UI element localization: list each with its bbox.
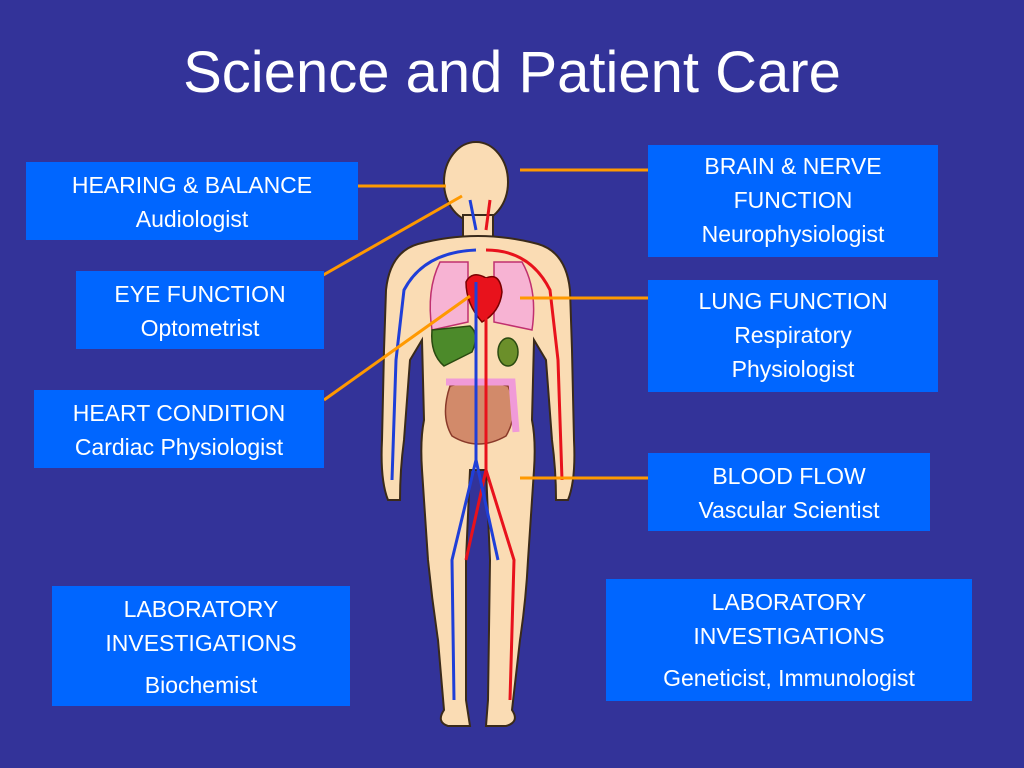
body-silhouette (380, 141, 576, 727)
hearing-balance-box: HEARING & BALANCE Audiologist (26, 162, 358, 240)
box-heading: INVESTIGATIONS (105, 630, 297, 656)
box-heading: LUNG FUNCTION (698, 288, 888, 314)
connector-lines (317, 168, 648, 480)
connector-heart (323, 294, 471, 402)
box-heading: BLOOD FLOW (712, 463, 866, 489)
box-heading: LABORATORY (711, 589, 867, 615)
intestines-organ (444, 381, 515, 445)
box-role: Audiologist (135, 206, 249, 232)
box-heading: LABORATORY (123, 596, 279, 622)
box-role: Respiratory (734, 322, 852, 348)
lab-investigations-left-box: LABORATORY INVESTIGATIONS Biochemist (52, 586, 350, 706)
box-heading: BRAIN & NERVE (704, 153, 882, 179)
lungs-organ (429, 261, 535, 331)
box-heading: FUNCTION (733, 187, 853, 213)
kidney-organ (497, 337, 519, 367)
box-role: Vascular Scientist (698, 497, 880, 523)
box-role: Physiologist (731, 356, 855, 382)
colon-organ (446, 378, 520, 433)
blood-flow-box: BLOOD FLOW Vascular Scientist (648, 453, 930, 531)
box-heading: EYE FUNCTION (114, 281, 286, 307)
box-heading: HEART CONDITION (72, 400, 286, 426)
box-role: Optometrist (140, 315, 260, 341)
liver-organ (431, 325, 477, 367)
brain-nerve-box: BRAIN & NERVE FUNCTION Neurophysiologist (648, 145, 938, 257)
page-title: Science and Patient Care (183, 40, 841, 105)
box-heading: HEARING & BALANCE (71, 172, 313, 198)
veins (390, 199, 500, 701)
connector-eye (317, 194, 463, 280)
box-heading: INVESTIGATIONS (693, 623, 885, 649)
lung-function-box: LUNG FUNCTION Respiratory Physiologist (648, 280, 938, 392)
eye-function-box: EYE FUNCTION Optometrist (76, 271, 324, 349)
box-role: Geneticist, Immunologist (663, 665, 915, 691)
box-role: Cardiac Physiologist (74, 434, 284, 460)
lab-investigations-right-box: LABORATORY INVESTIGATIONS Geneticist, Im… (606, 579, 972, 701)
box-role: Neurophysiologist (701, 221, 885, 247)
box-role: Biochemist (144, 672, 258, 698)
heart-condition-box: HEART CONDITION Cardiac Physiologist (34, 390, 324, 468)
